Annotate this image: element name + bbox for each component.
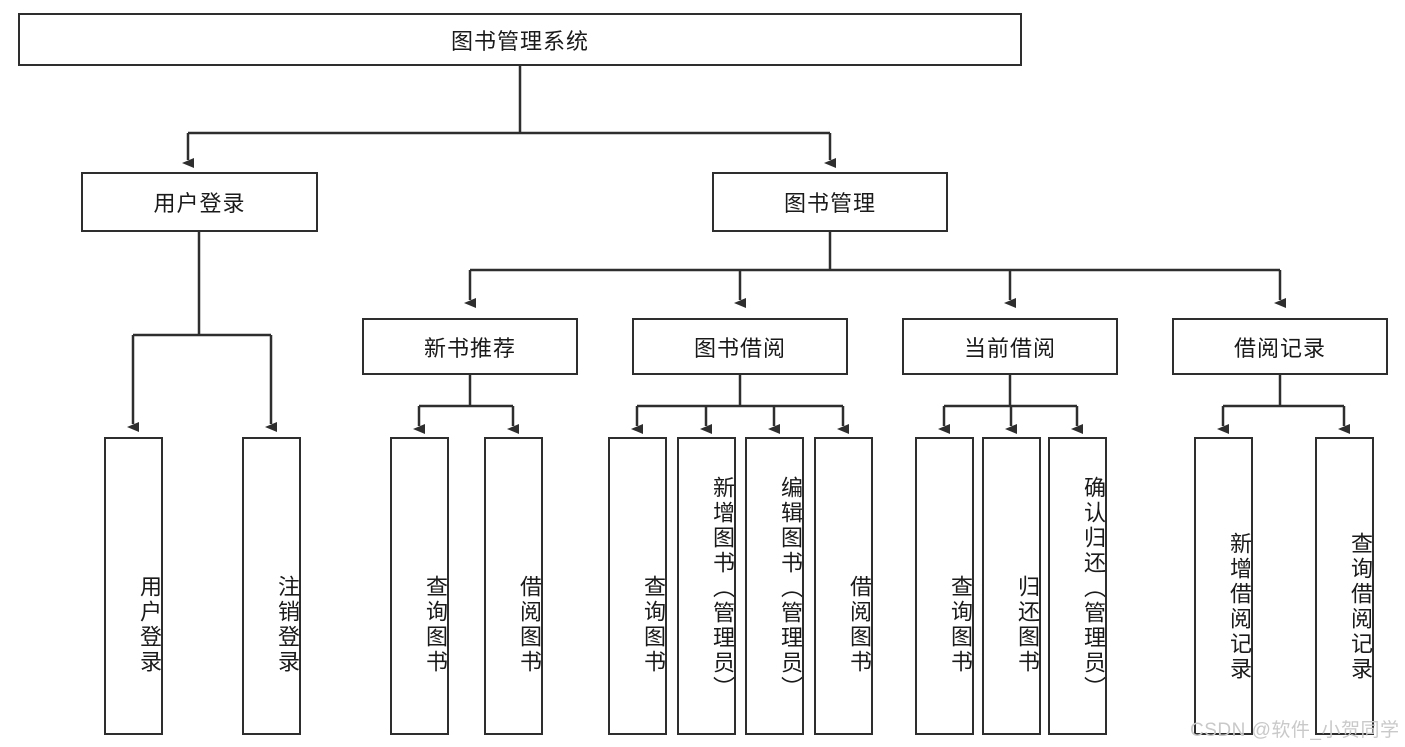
leaf-borrow-records-add-record[interactable]: 新增借阅记录 xyxy=(1194,437,1253,735)
node-book-management[interactable]: 图书管理 xyxy=(712,172,948,232)
node-label: 用户登录 xyxy=(153,191,246,216)
node-label: 用户登录 xyxy=(137,575,162,675)
leaf-book-borrow-edit-book-admin[interactable]: 编辑图书（管理员） xyxy=(745,437,804,735)
leaf-current-borrow-query-books[interactable]: 查询图书 xyxy=(915,437,974,735)
leaf-book-borrow-query-books[interactable]: 查询图书 xyxy=(608,437,667,735)
node-label: 查询借阅记录 xyxy=(1348,532,1373,682)
node-label: 注销登录 xyxy=(275,575,300,675)
node-label: 查询图书 xyxy=(948,575,973,675)
leaf-book-borrow-borrow-books[interactable]: 借阅图书 xyxy=(814,437,873,735)
leaf-current-borrow-return-books[interactable]: 归还图书 xyxy=(982,437,1041,735)
node-label: 图书管理系统 xyxy=(450,28,589,54)
node-book-borrow[interactable]: 图书借阅 xyxy=(632,318,848,375)
node-label: 当前借阅 xyxy=(963,335,1056,361)
node-label: 查询图书 xyxy=(641,575,666,675)
node-label: 归还图书 xyxy=(1015,575,1040,675)
node-new-book-recommend[interactable]: 新书推荐 xyxy=(362,318,578,375)
node-user-login[interactable]: 用户登录 xyxy=(81,172,318,232)
leaf-borrow-records-query-record[interactable]: 查询借阅记录 xyxy=(1315,437,1374,735)
node-borrow-records[interactable]: 借阅记录 xyxy=(1172,318,1388,375)
node-current-borrow[interactable]: 当前借阅 xyxy=(902,318,1118,375)
leaf-new-book-borrow-books[interactable]: 借阅图书 xyxy=(484,437,543,735)
leaf-user-login-logout[interactable]: 注销登录 xyxy=(242,437,301,735)
leaf-user-login-login[interactable]: 用户登录 xyxy=(104,437,163,735)
csdn-watermark: CSDN @软件_小贺同学 xyxy=(1190,720,1400,741)
node-label: 借阅图书 xyxy=(847,575,872,675)
node-label: 借阅记录 xyxy=(1233,335,1326,361)
node-label: 新增借阅记录 xyxy=(1227,532,1252,682)
node-label: 借阅图书 xyxy=(517,575,542,675)
leaf-current-borrow-confirm-return-admin[interactable]: 确认归还（管理员） xyxy=(1048,437,1107,735)
node-label: 图书管理 xyxy=(783,191,876,216)
node-label: 确认归还（管理员） xyxy=(1081,475,1106,701)
leaf-book-borrow-add-book-admin[interactable]: 新增图书（管理员） xyxy=(677,437,736,735)
node-label: 查询图书 xyxy=(423,575,448,675)
node-root-book-management-system[interactable]: 图书管理系统 xyxy=(18,13,1022,66)
node-label: 编辑图书（管理员） xyxy=(778,475,803,701)
node-label: 图书借阅 xyxy=(693,335,786,361)
leaf-new-book-query-books[interactable]: 查询图书 xyxy=(390,437,449,735)
node-label: 新增图书（管理员） xyxy=(710,475,735,701)
node-label: 新书推荐 xyxy=(423,335,516,361)
